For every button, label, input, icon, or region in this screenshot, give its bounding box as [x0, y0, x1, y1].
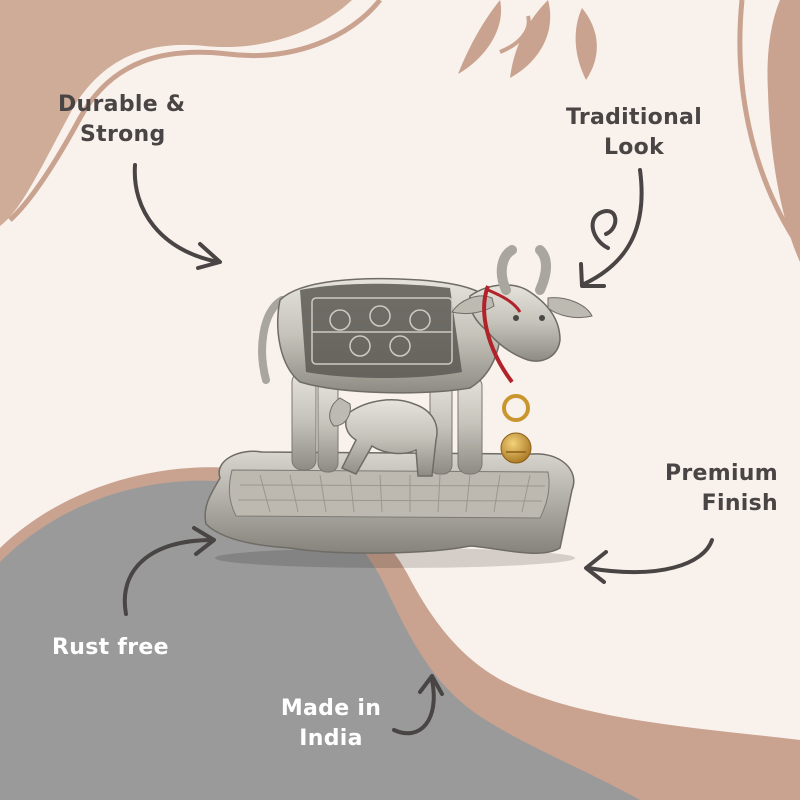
feature-traditional-line2: Look: [603, 135, 665, 160]
feature-made-line2: India: [299, 726, 363, 751]
feature-premium-line2: Finish: [701, 491, 778, 516]
feature-rust-line1: Rust free: [52, 635, 169, 660]
leaf-branch-icon: [458, 0, 597, 80]
feature-premium-line1: Premium: [664, 461, 778, 486]
tan-outline-right: [737, 0, 800, 250]
feature-durable-line2: Strong: [80, 122, 166, 147]
feature-traditional-look: Traditional Look: [562, 103, 706, 163]
tan-band-right: [767, 0, 800, 262]
gray-blob-bottom: [0, 480, 640, 800]
feature-made-line1: Made in: [280, 696, 382, 721]
cow-and-calf-idol-icon: [204, 245, 593, 568]
feature-traditional-line1: Traditional: [565, 105, 703, 130]
curved-arrow-icon: [122, 163, 714, 736]
tan-outline-top: [8, 0, 382, 222]
bell-icon: [500, 432, 532, 464]
feature-durable-strong: Durable & Strong: [58, 90, 185, 150]
feature-durable-line1: Durable &: [58, 92, 186, 117]
feature-premium-finish: Premium Finish: [630, 459, 778, 519]
feature-rust-free: Rust free: [52, 633, 169, 663]
tan-blob-top-left: [0, 0, 352, 226]
feature-made-in-india: Made in India: [272, 694, 390, 754]
